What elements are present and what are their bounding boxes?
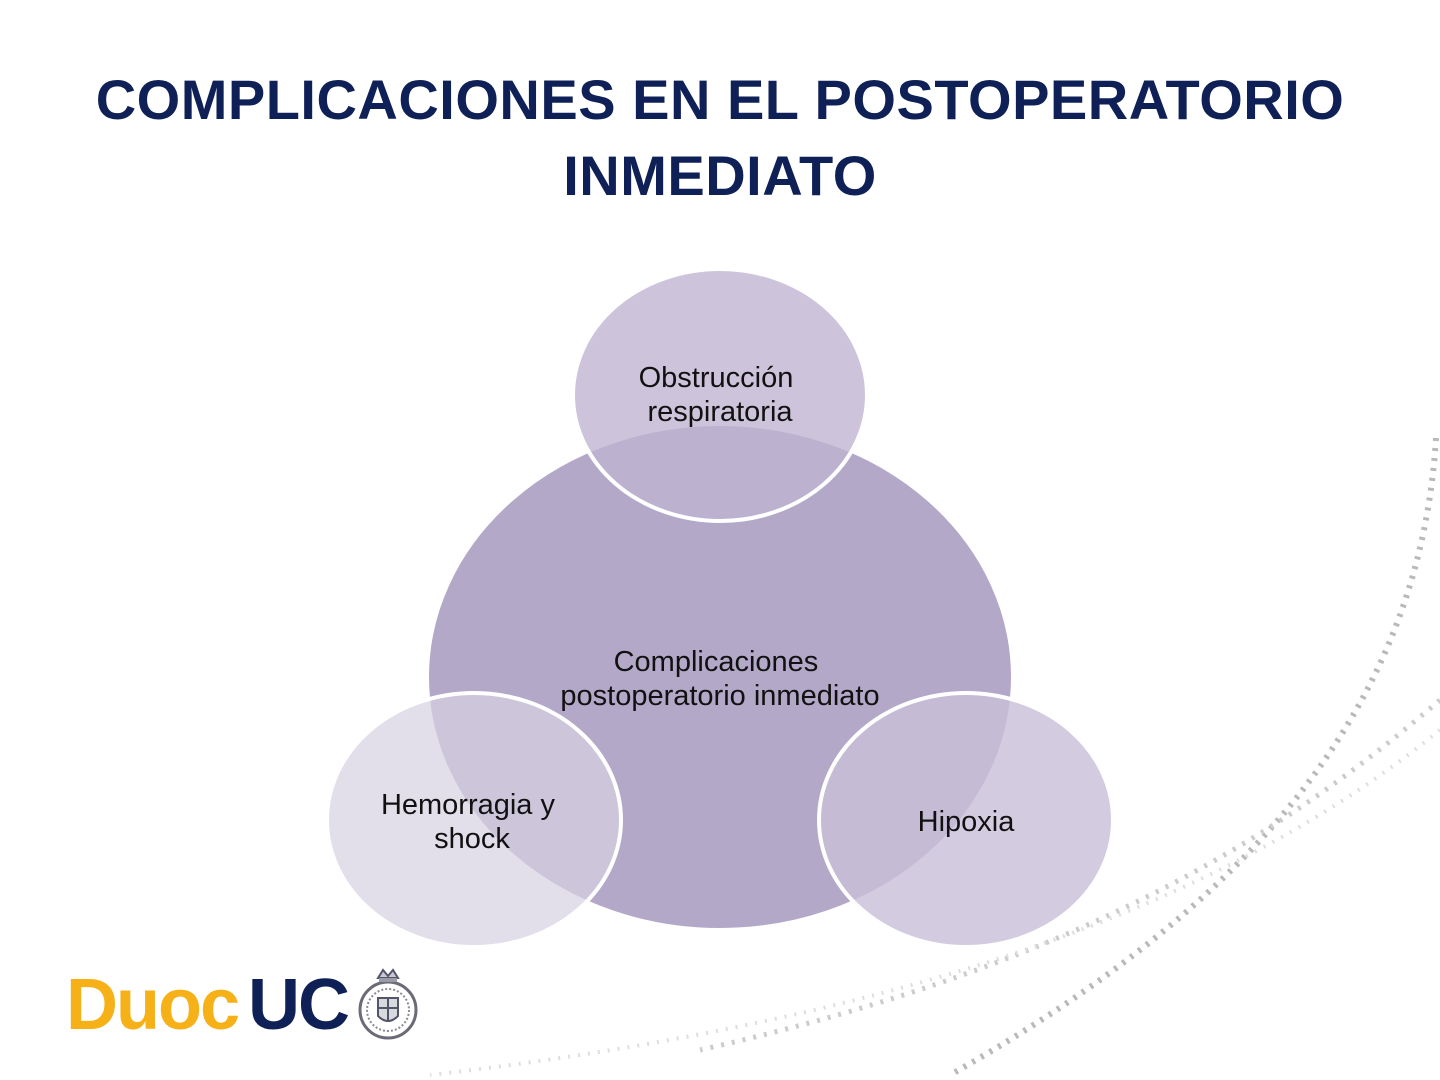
top-circle xyxy=(571,267,869,523)
slide-title-line-2: INMEDIATO xyxy=(563,144,877,207)
slide-title: COMPLICACIONES EN EL POSTOPERATORIO INME… xyxy=(0,62,1440,214)
university-seal-icon xyxy=(358,968,418,1040)
logo-duoc-text: Duoc xyxy=(66,965,240,1045)
top-node-label-line-1: Obstrucción xyxy=(639,362,794,394)
top-node-label-line-2: respiratoria xyxy=(647,396,793,428)
dotted-arc-middle xyxy=(699,698,1440,1053)
left-node-label-line-2: shock xyxy=(434,823,510,855)
center-node-label: Complicaciones postoperatorio inmediato xyxy=(560,646,879,712)
right-circle xyxy=(817,691,1115,949)
left-node-label: Hemorragia y shock xyxy=(381,789,563,855)
slide-title-line-1: COMPLICACIONES EN EL POSTOPERATORIO xyxy=(95,68,1345,131)
logo-uc-text: UC xyxy=(248,965,350,1045)
top-node-label: Obstrucción respiratoria xyxy=(639,362,802,428)
center-node-label-line-2: postoperatorio inmediato xyxy=(560,680,879,712)
center-node-label-line-1: Complicaciones xyxy=(614,646,819,678)
dotted-arc-outer xyxy=(948,437,1439,1078)
left-node-label-line-1: Hemorragia y xyxy=(381,789,556,821)
right-node-label: Hipoxia xyxy=(918,806,1016,838)
right-node-label-line-1: Hipoxia xyxy=(918,806,1016,838)
left-circle xyxy=(325,691,623,949)
